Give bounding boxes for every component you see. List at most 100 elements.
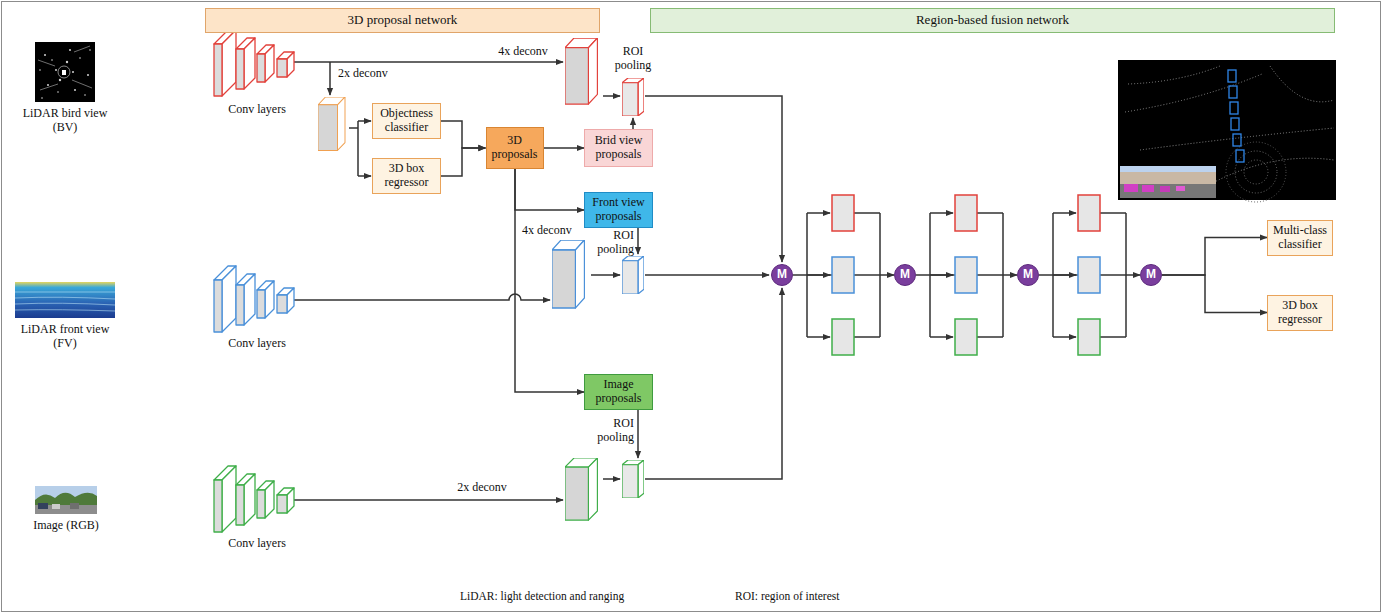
flow-arrow <box>544 147 585 149</box>
detection-result-image <box>1120 184 1216 198</box>
regressor-box-text: 3D box regressor <box>1272 299 1328 327</box>
merge-circle-text: M <box>1023 268 1033 282</box>
bird-view-image <box>57 91 59 93</box>
fusion-feature-block <box>955 319 977 355</box>
conv-layers <box>214 30 294 96</box>
bird-view-image <box>58 66 70 78</box>
proposal-box-text: 3D proposals <box>491 134 539 162</box>
classifier-box: Multi-class classifier <box>1267 220 1333 256</box>
feature-flow-line <box>645 96 782 262</box>
proposal-box: Front view proposals <box>584 192 653 228</box>
fusion-bracket <box>930 274 953 276</box>
deconv-block <box>552 240 584 308</box>
bird-view-image <box>39 49 91 99</box>
feature-flow-line <box>591 274 620 276</box>
classifier-box: Objectness classifier <box>372 103 441 139</box>
feature-flow-line <box>637 410 639 458</box>
detection-result-image <box>1120 172 1216 184</box>
bird-view-image <box>41 97 43 99</box>
detection-result-image <box>1236 150 1244 162</box>
deconv-block <box>565 458 597 520</box>
feature-flow-line <box>637 228 639 254</box>
fusion-feature-block <box>955 195 977 231</box>
fusion-feature-block <box>955 257 977 293</box>
flow-arrow <box>1162 238 1267 276</box>
flow-arrow <box>515 169 584 392</box>
fusion-bracket <box>930 336 953 338</box>
bird-view-image <box>39 69 41 71</box>
bird-view-image <box>66 61 68 63</box>
regressor-box: 3D box regressor <box>372 158 441 194</box>
bird-view-image <box>59 79 61 81</box>
regressor-box-text: 3D box regressor <box>377 162 436 190</box>
detection-result-image <box>1230 102 1238 114</box>
proposal-box-text: Front view proposals <box>589 196 648 224</box>
feature-flow-line <box>645 288 782 479</box>
merge-circle-text: M <box>777 268 787 282</box>
input-label: LiDAR bird view (BV) <box>12 107 118 135</box>
merge-circle-text: M <box>900 268 910 282</box>
fusion-feature-block <box>1078 319 1100 355</box>
roi-feature <box>622 460 644 498</box>
input-label: Image (RGB) <box>16 519 116 533</box>
feature-flow-line <box>603 95 620 97</box>
feature-flow-line <box>603 478 620 480</box>
feature-flow-line <box>329 62 331 95</box>
fusion-feature-block <box>832 257 854 293</box>
feature-flow-line <box>632 118 634 129</box>
section-band: Region-based fusion network <box>650 8 1335 33</box>
layer-label: 4x deconv <box>522 224 580 238</box>
roi-feature <box>622 256 644 294</box>
layer-label: Conv layers <box>212 103 302 117</box>
detection-result-image <box>1176 186 1185 191</box>
bird-view-image <box>89 49 91 51</box>
detection-result-image <box>1118 60 1336 202</box>
feature-flow-line <box>358 175 371 177</box>
front-view-image <box>15 282 115 318</box>
camera-image <box>70 503 79 509</box>
fusion-feature-block <box>1078 257 1100 293</box>
bird-view-image <box>35 42 95 102</box>
bird-view-image <box>84 94 86 96</box>
fusion-bracket <box>1053 212 1076 214</box>
roi-feature <box>622 78 644 116</box>
flow-arrow <box>515 169 584 210</box>
bird-view-image <box>79 57 81 59</box>
detection-result-image <box>1118 60 1336 200</box>
flow-arrow <box>1162 275 1267 313</box>
detection-result-image <box>1235 151 1277 193</box>
section-band-text: Region-based fusion network <box>916 13 1069 28</box>
fusion-bracket <box>1053 274 1076 276</box>
fusion-bracket <box>1053 336 1076 338</box>
section-band-text: 3D proposal network <box>348 13 458 28</box>
section-band: 3D proposal network <box>205 8 600 33</box>
feature-flow-line <box>294 62 782 500</box>
layer-label: ROI pooling <box>590 417 634 445</box>
flow-arrow <box>441 121 486 148</box>
merge-circle-text: M <box>1146 268 1156 282</box>
feature-flow-line <box>358 120 371 122</box>
detection-result-image <box>1229 86 1237 98</box>
input-label: LiDAR front view (FV) <box>10 323 120 351</box>
detection-result-image <box>1124 184 1138 192</box>
layer-label: 2x deconv <box>452 481 512 495</box>
front-view-image <box>15 282 115 318</box>
bird-view-image <box>44 54 46 56</box>
camera-image <box>35 486 97 514</box>
classifier-box-text: Objectness classifier <box>377 107 436 135</box>
fusion-feature-block <box>832 195 854 231</box>
bird-view-image <box>69 49 71 51</box>
detection-result-image <box>1160 186 1170 192</box>
front-view-image <box>15 292 115 311</box>
merge-circle: M <box>1140 264 1162 286</box>
merge-circle: M <box>1017 264 1039 286</box>
detection-result-image <box>1142 185 1154 192</box>
bird-view-image <box>47 84 49 86</box>
classifier-box-text: Multi-class classifier <box>1272 224 1328 252</box>
bird-view-image <box>55 69 57 71</box>
layer-label: Conv layers <box>212 537 302 551</box>
layer-label: 4x deconv <box>493 45 553 59</box>
